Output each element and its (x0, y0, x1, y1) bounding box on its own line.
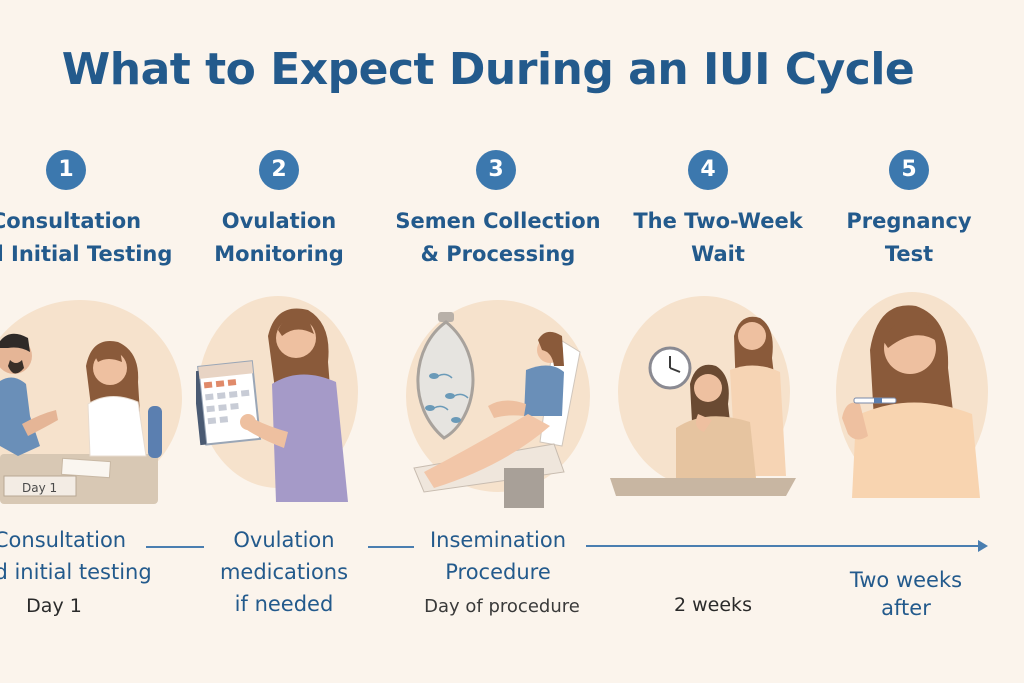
procedure-illustration (406, 300, 590, 508)
step-caption-line: Two weeks (849, 568, 963, 592)
step-timing: 2 weeks (674, 594, 752, 616)
step-heading-line: Monitoring (214, 242, 344, 266)
step-caption: Ovulation medications if needed (164, 524, 404, 620)
timeline-arrow (586, 540, 988, 552)
step-number-badge: 5 (889, 150, 929, 190)
step-caption-line: Ovulation (233, 528, 335, 552)
step-heading: Ovulation Monitoring (159, 205, 399, 271)
step-caption: Two weeks after (786, 566, 1024, 622)
step-caption-line: Insemination (429, 528, 567, 552)
step-heading-line: Semen Collection (395, 209, 601, 233)
step-heading-line: The Two-Week (633, 209, 803, 233)
step-number-badge: 2 (259, 150, 299, 190)
card-label: Day 1 (22, 481, 57, 495)
step-caption-line: Procedure (445, 560, 551, 584)
connector-line (368, 546, 414, 548)
step-caption: Consultation and initial testing (0, 524, 180, 588)
step-heading: Semen Collection & Processing (378, 205, 618, 271)
consultation-illustration: Day 1 (0, 300, 182, 504)
step-heading-line: Consultation (0, 209, 142, 233)
calendar-illustration (196, 296, 358, 502)
step-heading-line: and Initial Testing (0, 242, 173, 266)
clock-illustration (610, 296, 796, 496)
step-number-badge: 3 (476, 150, 516, 190)
step-heading-line: Ovulation (221, 209, 337, 233)
page-title: What to Expect During an IUI Cycle (61, 44, 915, 95)
step-heading-line: Pregnancy (846, 209, 972, 233)
step-timing: Day of procedure (424, 596, 580, 617)
step-number-badge: 1 (46, 150, 86, 190)
step-heading: Consultation and Initial Testing (0, 205, 186, 271)
step-heading-line: Wait (691, 242, 745, 266)
step-caption-line: medications (219, 560, 349, 584)
pregnancy-test-illustration (836, 292, 988, 498)
step-caption-line: after (881, 596, 931, 620)
step-caption-line: if needed (234, 592, 334, 616)
connector-line (146, 546, 204, 548)
step-heading-line: Test (884, 242, 934, 266)
step-caption: Insemination Procedure (378, 524, 618, 588)
step-heading-line: & Processing (420, 242, 576, 266)
step-timing: Day 1 (26, 595, 82, 617)
step-caption-line: and initial testing (0, 560, 152, 584)
step-heading: Pregnancy Test (789, 205, 1024, 271)
step-heading: The Two-Week Wait (598, 205, 838, 271)
step-number-badge: 4 (688, 150, 728, 190)
step-caption-line: Consultation (0, 528, 127, 552)
